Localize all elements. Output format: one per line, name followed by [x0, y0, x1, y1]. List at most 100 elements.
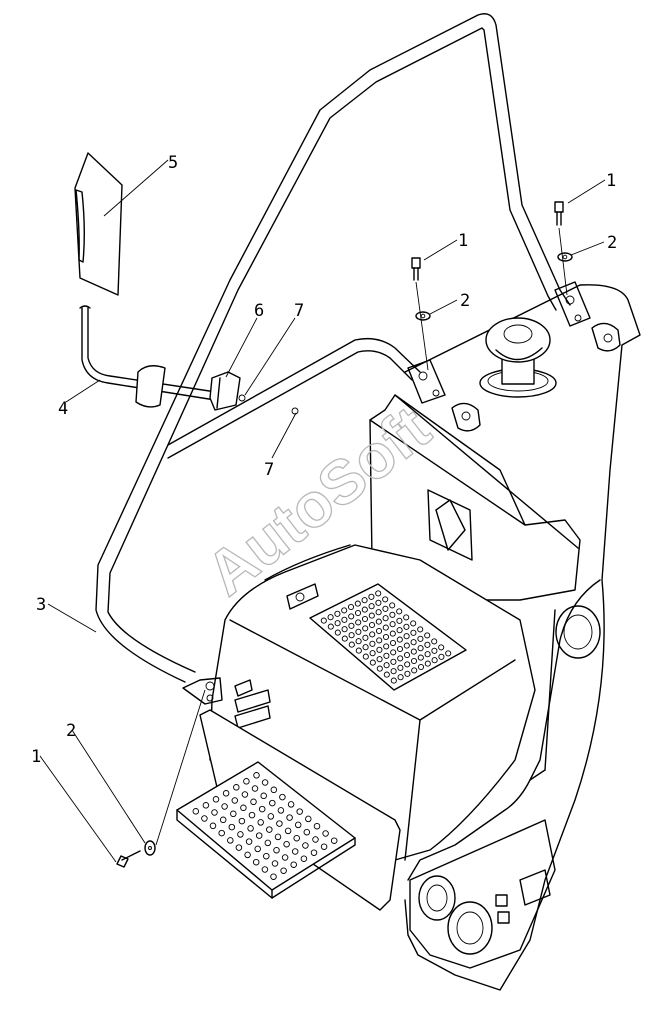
callout-7: 7: [264, 460, 274, 480]
grate-hole: [248, 811, 256, 819]
grate-hole: [260, 792, 267, 800]
grate-hole: [201, 815, 208, 822]
grate-hole: [361, 597, 368, 604]
callout-4: 4: [58, 399, 68, 419]
grate-hole: [231, 797, 239, 804]
grate-hole: [404, 670, 411, 677]
grate-hole: [375, 590, 382, 597]
grate-hole: [320, 617, 327, 624]
grate-hole: [290, 861, 297, 868]
grate-hole: [397, 655, 404, 662]
grate-hole: [424, 660, 431, 667]
grate-hole: [287, 801, 295, 808]
mirror-glass: [74, 152, 123, 296]
callout-2: 2: [66, 721, 76, 741]
grate-hole: [221, 803, 228, 810]
grate-hole: [375, 627, 383, 635]
grate-hole: [286, 814, 293, 821]
grate-hole: [255, 832, 263, 839]
grate-hole: [424, 641, 431, 648]
grate-hole: [305, 815, 312, 823]
grate-hole: [410, 620, 417, 627]
grate-hole: [417, 635, 424, 642]
grate-panel-top: [309, 583, 467, 691]
callout-labels: 1 2 1 2 5 6 7 7 3 4 2 1: [31, 153, 617, 767]
grate-hole: [266, 826, 273, 833]
grate-hole: [348, 632, 355, 639]
grate-hole: [263, 852, 270, 860]
grate-hole: [348, 613, 355, 620]
mirror-assembly: [74, 152, 299, 415]
grate-hole: [341, 616, 348, 623]
grate-hole: [411, 667, 418, 674]
grate-hole: [375, 609, 382, 616]
grate-hole: [219, 816, 227, 824]
grate-hole: [269, 799, 276, 807]
grate-hole: [284, 827, 292, 835]
callout-2: 2: [607, 233, 617, 253]
grate-hole: [230, 810, 237, 818]
grate-hole: [238, 817, 246, 825]
grate-hole: [251, 785, 259, 792]
grate-hole: [348, 641, 355, 648]
grate-hole: [281, 854, 289, 861]
grate-hole: [250, 798, 257, 806]
grate-hole: [261, 779, 269, 786]
grate-hole: [403, 642, 410, 649]
callout-1: 1: [458, 231, 468, 251]
grate-hole: [291, 848, 299, 855]
grate-hole: [212, 796, 220, 803]
grate-hole: [245, 838, 253, 845]
grate-hole: [368, 593, 375, 600]
step-plate: [176, 709, 401, 911]
grate-hole: [341, 607, 348, 614]
grate-hole: [355, 619, 362, 626]
grate-hole: [396, 636, 403, 643]
callout-7: 7: [294, 301, 304, 321]
grate-hole: [397, 664, 404, 671]
grate-hole: [313, 822, 321, 830]
grate-hole: [362, 653, 369, 660]
grate-hole: [410, 639, 417, 646]
grate-hole: [241, 791, 249, 798]
grate-hole: [396, 608, 403, 615]
grate-hole: [279, 793, 286, 801]
grate-hole: [438, 644, 445, 651]
grate-hole: [369, 650, 376, 657]
grate-holes-step: [192, 772, 338, 880]
grate-hole: [368, 603, 375, 610]
grate-hole: [438, 653, 445, 660]
grate-hole: [271, 860, 279, 867]
grate-hole: [258, 805, 266, 813]
machine-frame: [404, 284, 641, 991]
grate-hole: [302, 842, 309, 849]
grate-hole: [390, 649, 397, 656]
grate-hole: [404, 661, 411, 668]
grate-hole: [417, 663, 425, 671]
grate-hole: [397, 674, 404, 681]
grate-hole: [376, 656, 383, 663]
grate-hole: [294, 821, 302, 829]
grate-hole: [389, 639, 397, 647]
grate-hole: [327, 623, 334, 630]
grate-hole: [424, 632, 431, 639]
grate-hole: [254, 845, 261, 853]
grate-hole: [355, 638, 362, 645]
grate-hole: [431, 657, 438, 664]
grate-hole: [235, 844, 243, 851]
grate-hole: [237, 831, 244, 838]
grate-hole: [273, 846, 280, 854]
grate-hole: [192, 808, 200, 815]
grate-hole: [431, 647, 438, 654]
grate-hole: [390, 677, 397, 684]
callout-3: 3: [36, 595, 46, 615]
grate-hole: [240, 804, 247, 812]
grate-hole: [383, 662, 390, 669]
grate-hole: [327, 614, 334, 621]
grate-hole: [267, 813, 275, 820]
callout-6: 6: [254, 301, 264, 321]
grate-hole: [410, 648, 417, 655]
grate-hole: [354, 609, 362, 617]
grate-hole: [209, 822, 217, 830]
grate-hole: [253, 772, 260, 779]
